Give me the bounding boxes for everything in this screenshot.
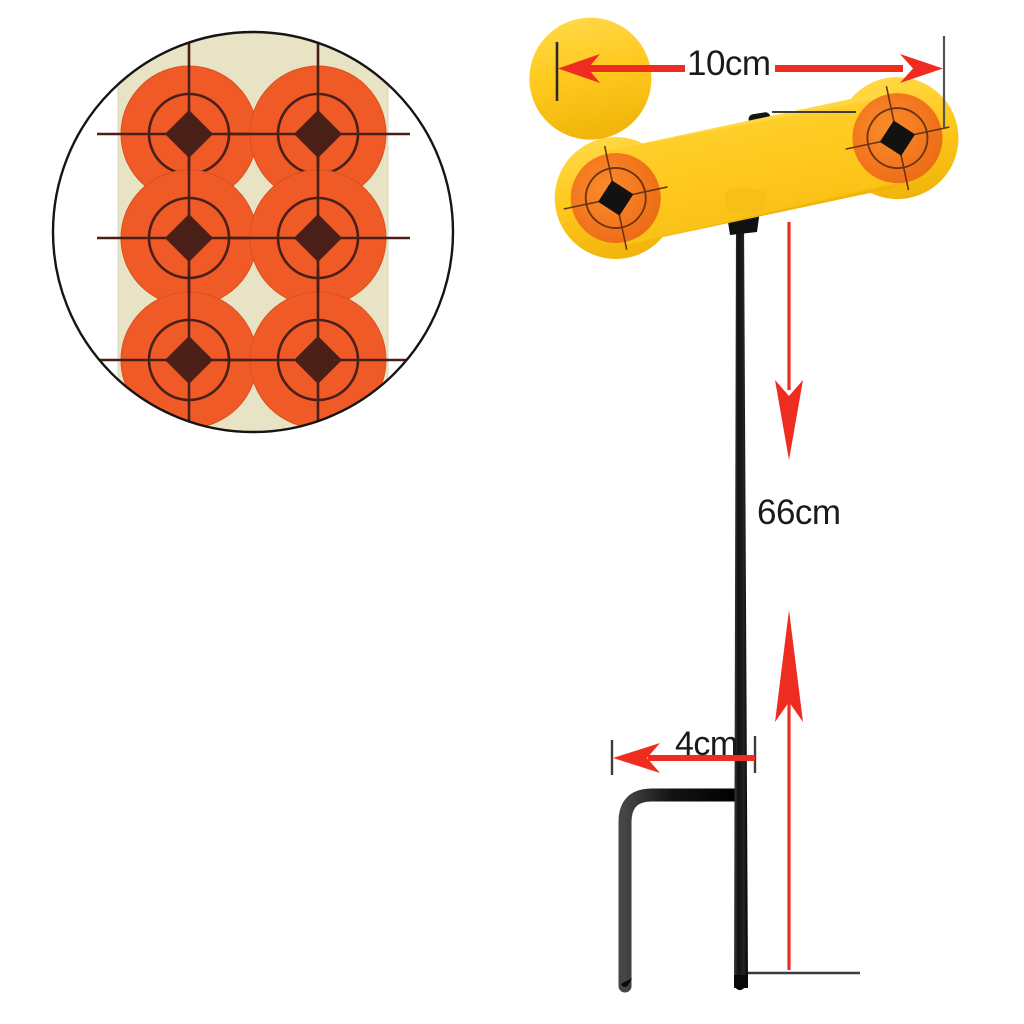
dimension-width-10cm [555, 36, 946, 128]
arrow-left [558, 54, 685, 83]
stake-foot-left-prong [618, 788, 745, 993]
inset-circle-border [51, 30, 455, 434]
sticker-sheet-photo [53, 32, 453, 432]
spinner-target-left [563, 145, 668, 250]
spinner-target-right [845, 86, 950, 191]
dimension-label-height: 66cm [757, 493, 841, 532]
spinner-collar-clamp [725, 187, 765, 214]
dimension-height-66cm-lower [775, 610, 803, 970]
stake-pole [734, 218, 748, 991]
dimension-label-foot: 4cm [675, 725, 738, 763]
spinner-paddle-assembly [529, 17, 959, 259]
arrow-right [775, 54, 943, 83]
dimension-label-width: 10cm [687, 44, 771, 83]
dimension-height-66cm-upper [775, 222, 803, 460]
dimension-foot-4cm [610, 736, 757, 775]
